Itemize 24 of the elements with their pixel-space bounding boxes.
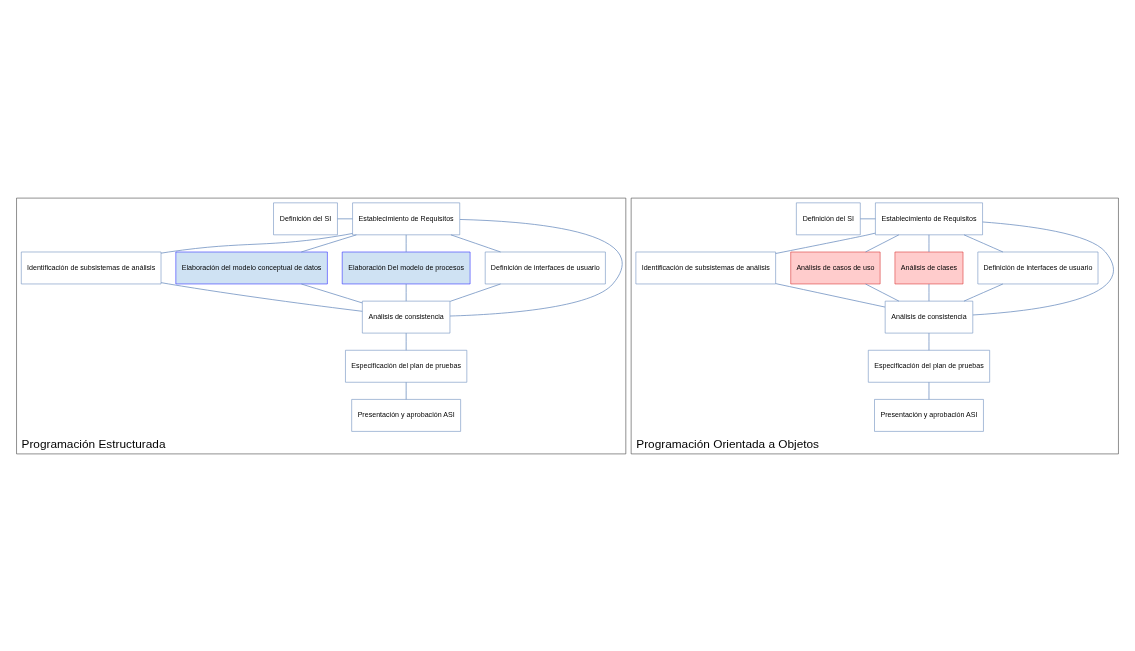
connector bbox=[963, 233, 1004, 252]
connector bbox=[405, 381, 407, 400]
connector bbox=[450, 233, 501, 252]
connector bbox=[963, 283, 1004, 301]
connector bbox=[928, 233, 930, 252]
connector bbox=[300, 233, 357, 252]
connector bbox=[300, 283, 363, 303]
connector bbox=[160, 232, 353, 254]
connector bbox=[337, 217, 353, 219]
connector bbox=[865, 283, 900, 301]
connector bbox=[775, 232, 876, 254]
connector bbox=[860, 217, 876, 219]
connector bbox=[928, 283, 930, 301]
connector bbox=[160, 281, 363, 312]
connector bbox=[928, 332, 930, 351]
connector bbox=[405, 332, 407, 351]
connector bbox=[405, 233, 407, 252]
connector bbox=[449, 283, 501, 302]
connector bbox=[449, 218, 623, 316]
connector bbox=[972, 221, 1114, 315]
connector bbox=[928, 381, 930, 400]
connector bbox=[405, 283, 407, 301]
connector bbox=[865, 233, 900, 252]
connector bbox=[775, 282, 886, 307]
